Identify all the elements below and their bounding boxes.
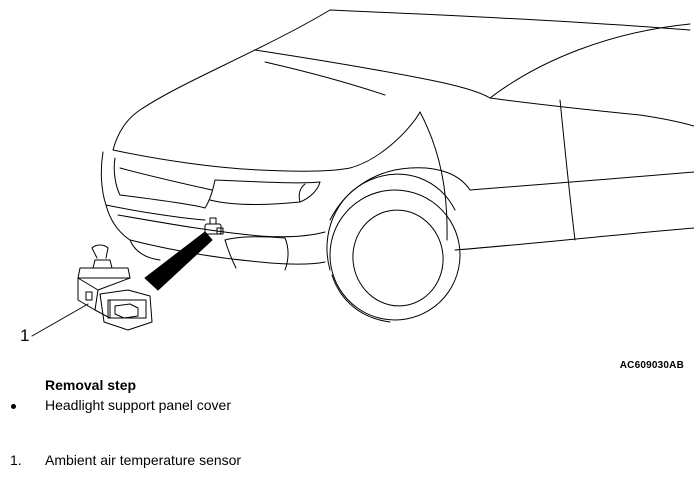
procedure-heading: Removal step (45, 377, 137, 393)
bullet-icon (11, 404, 16, 409)
callout-pointer (144, 231, 213, 291)
bumper-outline (100, 151, 326, 265)
hood-outline (112, 9, 331, 151)
procedure-step-number: 1. (10, 452, 22, 468)
sensor-location-marker (204, 217, 224, 235)
grille-outline (113, 157, 216, 209)
procedure-step-label: Ambient air temperature sensor (45, 452, 242, 468)
callout-number: 1 (20, 326, 30, 345)
wheel-outline (326, 173, 456, 271)
vehicle-illustration (31, 9, 694, 337)
ambient-air-temperature-sensor-detail (77, 244, 153, 331)
callout-leader-line (31, 303, 89, 337)
procedure-step-label: Headlight support panel cover (45, 397, 232, 413)
headlight-outline (209, 179, 321, 205)
figure-code: AC609030AB (619, 360, 684, 371)
car-front-line-drawing (31, 9, 694, 337)
